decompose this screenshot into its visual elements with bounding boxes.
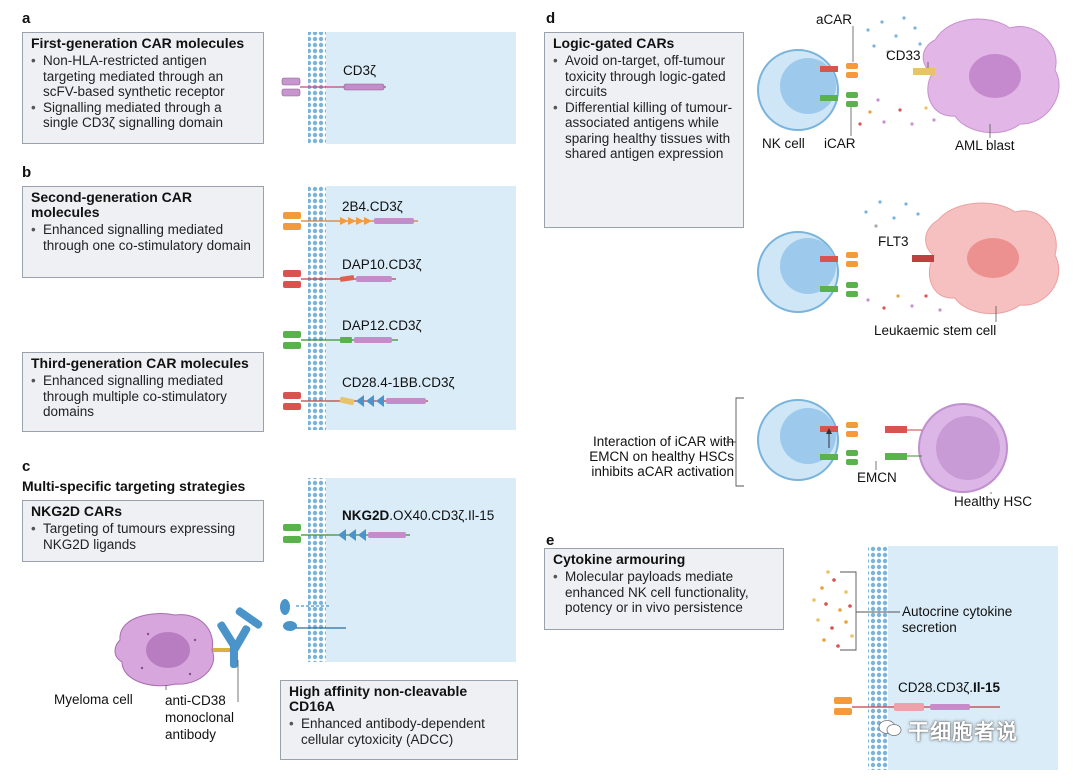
cytoplasm-panel-e (888, 546, 1058, 770)
construct-label-2b4: 2B4.CD3ζ (342, 199, 403, 214)
construct-label-il15: CD28.CD3ζ.Il-15 (898, 680, 1000, 695)
nkg2d-bullet-1: Targeting of tumours expressing NKG2D li… (31, 521, 255, 552)
flt3-label: FLT3 (878, 234, 909, 249)
car-construct-cd28-41bb (283, 392, 428, 410)
first-gen-box: First-generation CAR molecules Non-HLA-r… (22, 32, 264, 144)
car-construct-first-gen (281, 77, 386, 97)
car-construct-dap12 (283, 331, 398, 349)
secretion-bracket (840, 571, 900, 651)
membrane-c (308, 478, 326, 662)
logic-gated-title: Logic-gated CARs (553, 35, 675, 51)
construct-label-dap10: DAP10.CD3ζ (342, 257, 422, 272)
cytokine-title: Cytokine armouring (553, 551, 686, 567)
myeloma-cell (114, 613, 215, 690)
nkg2d-box: NKG2D CARs Targeting of tumours expressi… (22, 500, 264, 562)
panel-letter-d: d (546, 10, 556, 27)
car-construct-nkg2d (283, 524, 410, 543)
leukaemic-stem-cell (912, 202, 1060, 322)
membrane-b (308, 186, 326, 430)
healthy-hsc-label: Healthy HSC (954, 494, 1033, 509)
nk-cell-label: NK cell (762, 136, 805, 151)
logic-gated-bullet-2: Differential killing of tumour-associate… (553, 100, 735, 162)
construct-label-cd3z: CD3ζ (343, 63, 376, 78)
emcn-label: EMCN (857, 470, 897, 485)
anti-cd38-label: anti-CD38 monoclonal antibody (165, 693, 235, 742)
logic-gated-box: Logic-gated CARs Avoid on-target, off-tu… (544, 32, 744, 228)
anti-cd38-antibody (212, 607, 263, 702)
nk-cell-3 (757, 399, 839, 481)
membrane-e (868, 546, 888, 770)
panel-letter-c: c (22, 458, 31, 475)
cd16a-bullet-1: Enhanced antibody-dependent cellular cyt… (289, 716, 509, 747)
panel-letter-e: e (546, 532, 555, 549)
construct-label-nkg2d-bold: NKG2D (342, 508, 390, 523)
car-construct-il15 (834, 697, 1000, 715)
first-gen-title: First-generation CAR molecules (31, 35, 245, 51)
secreted-cytokines (812, 570, 854, 648)
icar-label: iCAR (824, 136, 856, 151)
nk-cell-1 (757, 49, 839, 131)
watermark-text: 干细胞者说 (908, 721, 1018, 744)
cytoplasm-panel-c (326, 478, 516, 662)
panel-letter-a: a (22, 10, 31, 27)
aml-blast-label: AML blast (955, 138, 1015, 153)
nkg2d-title: NKG2D CARs (31, 503, 123, 519)
icar-receptor-2 (820, 282, 858, 297)
construct-label-il15-plain: CD28.CD3ζ. (898, 680, 973, 695)
cytokine-dots-2 (864, 200, 942, 312)
cd16a-box: High affinity non-cleavable CD16A Enhanc… (280, 680, 518, 760)
acar-receptor-2 (820, 252, 858, 267)
wechat-icon (878, 718, 902, 738)
cytokine-bullet-1: Molecular payloads mediate enhanced NK c… (553, 569, 775, 616)
cytokine-box: Cytokine armouring Molecular payloads me… (544, 548, 784, 630)
first-gen-bullet-1: Non-HLA-restricted antigen targeting med… (31, 53, 255, 100)
acar-receptor-3 (820, 422, 858, 448)
first-gen-bullet-2: Signalling mediated through a single CD3… (31, 100, 255, 131)
secretion-label: Autocrine cytokine secretion (902, 604, 1013, 635)
car-construct-dap10 (283, 270, 396, 288)
second-gen-title: Second-generation CAR molecules (31, 189, 193, 220)
lsc-label: Leukaemic stem cell (874, 323, 997, 338)
construct-label-nkg2d: NKG2D.OX40.CD3ζ.Il-15 (342, 508, 494, 523)
acar-receptor-1 (820, 26, 858, 78)
second-gen-box: Second-generation CAR molecules Enhanced… (22, 186, 264, 278)
cytokine-dots-1 (858, 16, 936, 126)
interaction-text: Interaction of iCAR with EMCN on healthy… (589, 434, 734, 479)
myeloma-cell-label: Myeloma cell (54, 692, 133, 707)
multi-specific-heading: Multi-specific targeting strategies (22, 478, 246, 494)
panel-letter-b: b (22, 164, 32, 181)
construct-label-cd28-41bb: CD28.4-1BB.CD3ζ (342, 375, 455, 390)
cd16a-receptor (280, 599, 346, 631)
aml-blast (913, 18, 1060, 138)
interaction-bracket (726, 397, 744, 487)
construct-label-nkg2d-rest: .OX40.CD3ζ.Il-15 (389, 508, 495, 523)
car-construct-2b4 (283, 212, 418, 230)
icar-receptor-1 (820, 92, 858, 136)
healthy-hsc (875, 403, 1008, 494)
cd33-label: CD33 (886, 48, 921, 63)
third-gen-box: Third-generation CAR molecules Enhanced … (22, 352, 264, 432)
logic-gated-bullet-1: Avoid on-target, off-tumour toxicity thr… (553, 53, 735, 100)
second-gen-bullet-1: Enhanced signalling mediated through one… (31, 222, 255, 253)
acar-label: aCAR (816, 12, 853, 27)
construct-label-il15-bold: Il-15 (972, 680, 1000, 695)
construct-label-dap12: DAP12.CD3ζ (342, 318, 422, 333)
cd16a-title: High affinity non-cleavable CD16A (289, 683, 468, 714)
cytoplasm-panel-b (326, 186, 516, 430)
third-gen-bullet-1: Enhanced signalling mediated through mul… (31, 373, 255, 420)
third-gen-title: Third-generation CAR molecules (31, 355, 249, 371)
icar-receptor-3 (820, 450, 858, 465)
membrane-a (308, 32, 326, 144)
nk-cell-2 (757, 231, 839, 313)
